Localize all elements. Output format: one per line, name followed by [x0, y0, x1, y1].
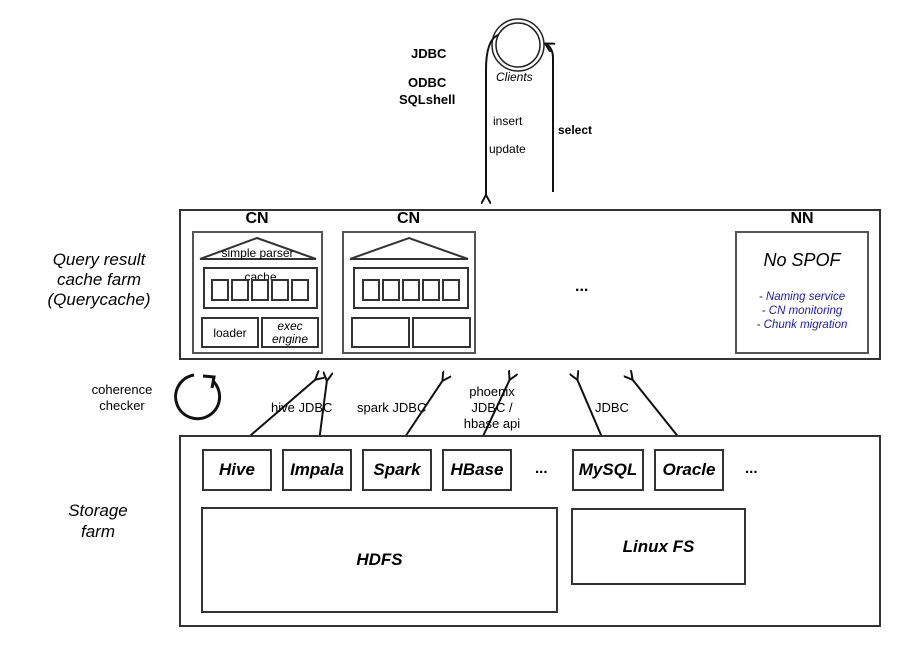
loader-box: loader — [201, 317, 259, 348]
parser-triangle — [199, 236, 317, 260]
cn-node[interactable]: simple parser cache loader exec engine — [192, 231, 323, 354]
loader-box — [351, 317, 410, 348]
engine-oracle[interactable]: Oracle — [654, 449, 724, 491]
querycache-label-line: Query result — [52, 250, 146, 269]
protocol-sqlshell: SQLshell — [399, 92, 456, 107]
querycache-farm-label: Query result cache farm (Querycache) — [36, 250, 162, 310]
cache-slot — [211, 279, 229, 301]
more-nodes-ellipsis: ... — [575, 278, 589, 295]
cn-node[interactable] — [342, 231, 476, 354]
engines-ellipsis-2: ... — [745, 460, 758, 477]
cache-slot — [291, 279, 309, 301]
hbase-label-line: phoenix — [469, 384, 515, 399]
clients-label: Clients — [496, 70, 533, 84]
engine-label: Impala — [290, 460, 344, 479]
clients-circle-outer — [491, 18, 545, 72]
protocol-odbc: ODBC — [408, 75, 447, 90]
hbase-label-line: JDBC / — [471, 400, 513, 415]
engine-label: MySQL — [578, 460, 638, 479]
select-label: select — [558, 123, 593, 137]
engine-label-line: exec — [277, 318, 303, 333]
cache-slot — [402, 279, 420, 301]
update-label: update — [489, 142, 526, 156]
engine-mysql[interactable]: MySQL — [572, 449, 644, 491]
fs-hdfs[interactable]: HDFS — [201, 507, 558, 613]
storage-farm-label: Storage farm — [56, 500, 140, 542]
engine-hbase[interactable]: HBase — [442, 449, 512, 491]
querycache-label-line: (Querycache) — [47, 290, 151, 309]
no-spof-headline: No SPOF — [763, 250, 841, 270]
cn-title: CN — [396, 210, 421, 227]
nn-feature: - Naming service — [758, 291, 846, 303]
fs-label: HDFS — [356, 550, 403, 569]
cache-slot — [251, 279, 269, 301]
cache-slots — [211, 279, 309, 301]
select-arrow — [546, 44, 553, 192]
nn-feature: - CN monitoring — [761, 305, 843, 317]
cache-slot — [271, 279, 289, 301]
spark-jdbc-label: spark JDBC — [357, 400, 427, 415]
cache-slot — [362, 279, 380, 301]
jdbc-label: JDBC — [595, 400, 629, 415]
nn-features: - Naming service - CN monitoring - Chunk… — [737, 290, 867, 332]
hive-jdbc-label: hive JDBC — [271, 400, 333, 415]
write-arrow — [486, 34, 499, 196]
cn-title: CN — [245, 210, 269, 227]
fs-label: Linux FS — [622, 536, 695, 556]
protocol-jdbc: JDBC — [411, 46, 447, 61]
engine-spark[interactable]: Spark — [362, 449, 432, 491]
cache-slot — [231, 279, 249, 301]
nn-feature: - Chunk migration — [756, 319, 848, 331]
storage-label-line: farm — [81, 522, 115, 541]
parser-label: simple parser — [221, 246, 294, 260]
engine-label: Hive — [219, 460, 255, 479]
engines-ellipsis: ... — [535, 460, 548, 477]
parser-triangle — [349, 236, 469, 260]
fs-linux[interactable]: Linux FS — [571, 508, 746, 585]
cache-box — [353, 267, 469, 309]
cache-slot — [422, 279, 440, 301]
engine-impala[interactable]: Impala — [282, 449, 352, 491]
exec-engine-box — [412, 317, 471, 348]
querycache-label-line: cache farm — [56, 270, 142, 289]
loader-label: loader — [213, 325, 247, 340]
hbase-connector-label: phoenix JDBC / hbase api — [457, 384, 527, 432]
storage-label-line: Storage — [68, 501, 128, 520]
engine-hive[interactable]: Hive — [202, 449, 272, 491]
name-node[interactable]: No SPOF - Naming service - CN monitoring… — [735, 231, 869, 354]
cache-box: cache — [203, 267, 318, 309]
engine-label: Oracle — [662, 460, 716, 479]
cache-slot — [382, 279, 400, 301]
coherence-label-line: coherence — [91, 382, 153, 397]
coherence-checker-label: coherence checker — [80, 382, 164, 414]
coherence-label-line: checker — [99, 398, 145, 413]
engine-label-line: engine — [271, 331, 309, 346]
clients-circle-inner — [495, 22, 541, 68]
insert-label: insert — [493, 114, 523, 128]
coherence-cycle-icon — [174, 373, 222, 421]
exec-engine-box: exec engine — [261, 317, 319, 348]
nn-title: NN — [790, 210, 814, 227]
engine-label: HBase — [450, 460, 504, 479]
engine-label: Spark — [373, 460, 421, 479]
coherence-cycle-arrowhead — [202, 374, 216, 389]
cache-slot — [442, 279, 460, 301]
cache-slots — [362, 279, 460, 301]
hbase-label-line: hbase api — [463, 416, 521, 431]
